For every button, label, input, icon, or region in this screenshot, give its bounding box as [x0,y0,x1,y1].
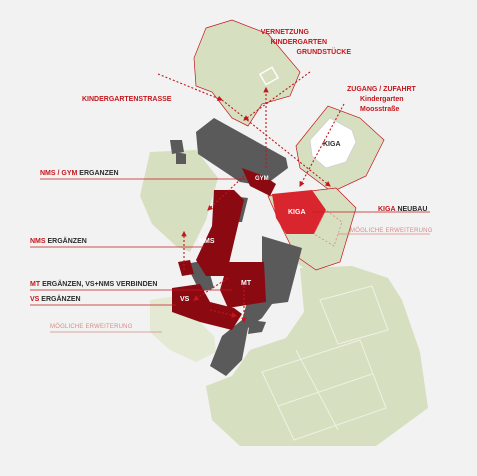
label-kiga-neubau-dark: NEUBAU [397,206,428,213]
vs-addition [172,284,242,330]
kiga-neubau-building [272,190,326,234]
gym-addition [242,168,276,196]
label-moegliche-erweiterung-left: MÖGLICHE ERWEITERUNG [50,324,133,330]
tag-nms: NMS [199,238,215,245]
label-kiga-neubau-red: KIGA [378,206,396,213]
label-nms-gym-dark: ERGANZEN [79,170,119,177]
existing-kiga-building [309,117,357,169]
green-area-west [140,150,218,252]
tag-vs: VS [180,296,190,303]
label-nms-dark: ERGÄNZEN [47,238,87,245]
label-mt-erganzen: MT ERGÄNZEN, VS+NMS VERBINDEN [30,281,157,289]
label-nms-gym-red: NMS / GYM [40,170,78,177]
leader-lines [30,178,430,306]
label-grundstuecke: GRUNDSTÜCKE [296,49,351,56]
label-nms-red: NMS [30,238,46,245]
label-zugang-kindergarten: Kindergarten [360,96,404,103]
small-structure-outline [258,66,280,86]
tag-kiga-new: KIGA [288,209,306,216]
label-vs-red: VS [30,296,40,303]
label-vs-dark: ERGÄNZEN [41,296,81,303]
green-area-sports-ground [206,266,428,446]
mt-addition [220,262,266,308]
kiga-neubau-expansion-outline [313,209,343,247]
label-zugang-moosstrasse: Moosstraße [360,106,400,113]
label-kindergarten: KINDERGARTEN [270,39,327,46]
tag-gym: GYM [255,176,269,182]
label-nms-erganzen: NMS ERGÄNZEN [30,238,87,246]
label-kiga-existing: KIGA [323,141,341,148]
label-mt-red: MT [30,281,41,288]
green-area-southwest [150,296,216,362]
nms-addition [196,190,244,276]
label-zugang: ZUGANG / ZUFAHRT [347,86,416,93]
label-kiga-neubau: KIGA NEUBAU [378,206,427,214]
label-kindergartenstrasse: KINDERGARTENSTRASSE [82,96,172,103]
label-mt-dark: ERGÄNZEN, VS+NMS VERBINDEN [42,281,158,288]
connection-arrows [157,71,345,324]
label-vs-erganzen: VS ERGÄNZEN [30,296,81,304]
tag-mt: MT [241,280,252,287]
label-nms-gym-erganzen: NMS / GYM ERGANZEN [40,170,119,178]
label-moegliche-erweiterung-right: MÖGLICHE ERWEITERUNG [350,228,433,234]
leader-lines-faint [50,233,430,333]
sports-field-lines [261,285,389,441]
school-additions-dark-red [172,168,276,330]
label-vernetzung: VERNETZUNG [260,29,309,36]
